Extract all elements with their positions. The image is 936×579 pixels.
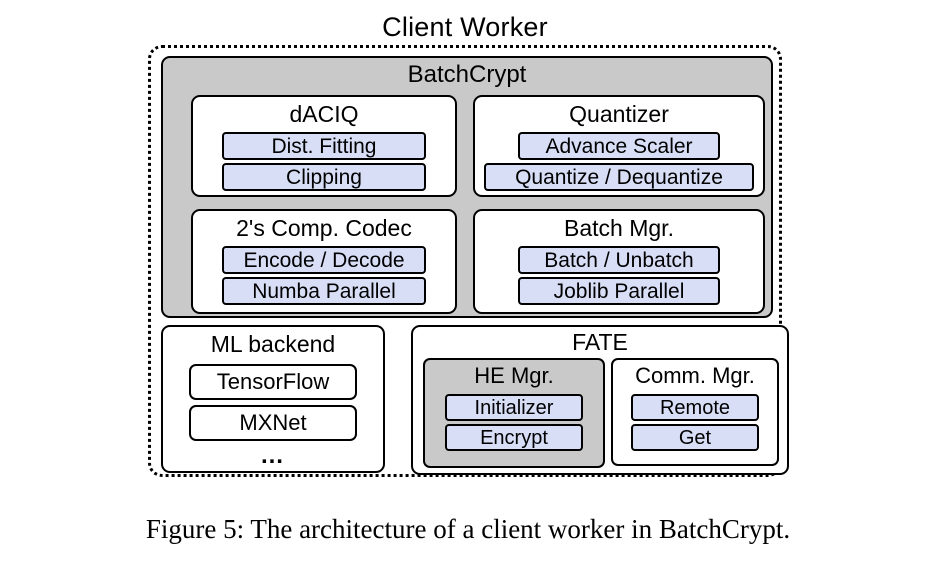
chip-mxnet[interactable]: MXNet (189, 405, 357, 441)
batchcrypt-module-grid: dACIQ Dist. Fitting Clipping Quantizer A… (163, 95, 775, 317)
batchcrypt-label: BatchCrypt (407, 61, 527, 88)
chip-quantize-dequantize[interactable]: Quantize / Dequantize (483, 163, 755, 191)
module-twos-comp-codec[interactable]: 2's Comp. Codec Encode / Decode Numba Pa… (191, 209, 457, 314)
chip-encrypt[interactable]: Encrypt (444, 424, 584, 451)
module-quantizer[interactable]: Quantizer Advance Scaler Quantize / Dequ… (473, 95, 765, 197)
ml-backend-ellipsis: … (260, 442, 286, 469)
figure-title: Client Worker (382, 12, 548, 42)
chip-joblib-parallel[interactable]: Joblib Parallel (518, 277, 720, 305)
ml-backend-items: TensorFlow MXNet (189, 364, 357, 441)
module-fate[interactable]: FATE HE Mgr. Initializer Encrypt Comm. M… (411, 325, 789, 475)
module-fate-label: FATE (572, 329, 628, 355)
batchcrypt-panel: BatchCrypt dACIQ Dist. Fitting Clipping … (161, 56, 773, 318)
module-batch-mgr-label: Batch Mgr. (564, 215, 674, 241)
chip-batch-unbatch[interactable]: Batch / Unbatch (518, 246, 720, 274)
module-daciq[interactable]: dACIQ Dist. Fitting Clipping (191, 95, 457, 197)
fate-submodules: HE Mgr. Initializer Encrypt Comm. Mgr. R… (413, 358, 791, 474)
chip-initializer[interactable]: Initializer (444, 394, 584, 421)
chip-dist-fitting[interactable]: Dist. Fitting (221, 132, 427, 160)
figure-caption: Figure 5: The architecture of a client w… (145, 514, 791, 544)
submodule-he-mgr[interactable]: HE Mgr. Initializer Encrypt (423, 358, 605, 468)
chip-numba-parallel[interactable]: Numba Parallel (221, 277, 427, 305)
bottom-row: ML backend TensorFlow MXNet … FATE HE Mg… (161, 325, 789, 475)
client-worker-container: BatchCrypt dACIQ Dist. Fitting Clipping … (148, 45, 789, 477)
module-twos-comp-codec-label: 2's Comp. Codec (236, 215, 412, 241)
chip-tensorflow[interactable]: TensorFlow (189, 364, 357, 400)
module-batch-mgr[interactable]: Batch Mgr. Batch / Unbatch Joblib Parall… (473, 209, 765, 314)
module-quantizer-label: Quantizer (569, 101, 669, 127)
submodule-comm-mgr-label: Comm. Mgr. (635, 363, 755, 388)
module-daciq-label: dACIQ (289, 101, 359, 127)
chip-clipping[interactable]: Clipping (221, 163, 427, 191)
submodule-he-mgr-label: HE Mgr. (474, 363, 554, 388)
module-ml-backend[interactable]: ML backend TensorFlow MXNet … (161, 325, 385, 473)
chip-encode-decode[interactable]: Encode / Decode (221, 246, 427, 274)
module-ml-backend-label: ML backend (210, 331, 336, 357)
chip-advance-scaler[interactable]: Advance Scaler (518, 132, 720, 160)
submodule-comm-mgr[interactable]: Comm. Mgr. Remote Get (611, 358, 779, 466)
chip-get[interactable]: Get (631, 424, 759, 451)
chip-remote[interactable]: Remote (631, 394, 759, 421)
